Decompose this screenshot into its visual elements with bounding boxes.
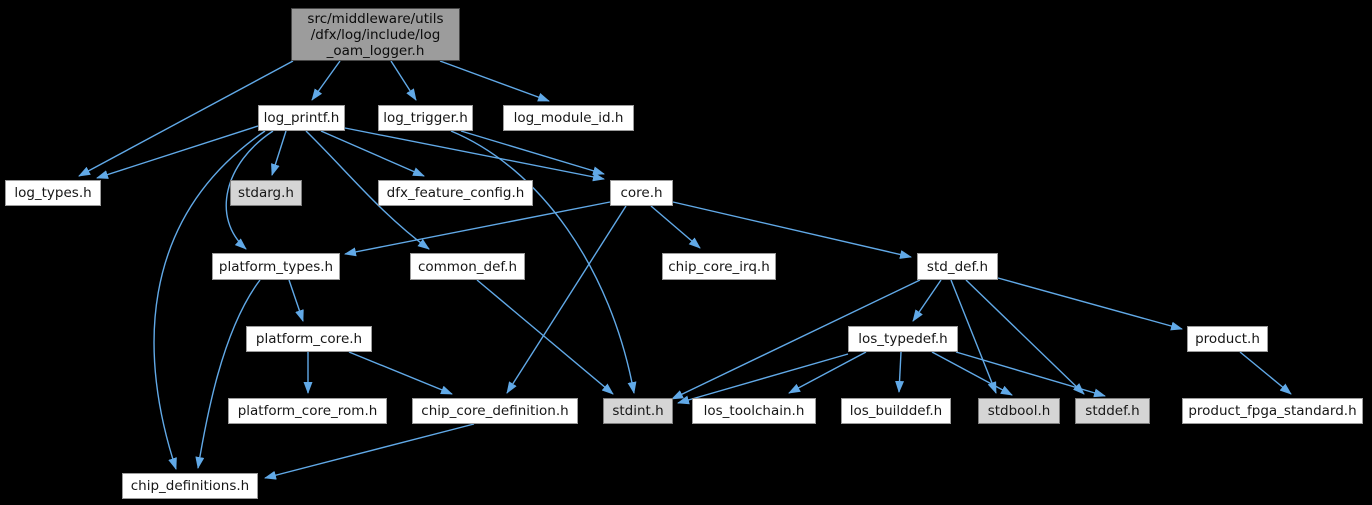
node-label: platform_core_rom.h (237, 403, 378, 419)
edge-log_printf-to-stdarg (271, 130, 287, 176)
node-label: platform_types.h (218, 258, 334, 275)
node-stdarg[interactable]: stdarg.h (230, 180, 302, 206)
node-label: chip_core_definition.h (421, 403, 569, 419)
node-label: chip_definitions.h (130, 478, 250, 494)
node-dfx_feature_config[interactable]: dfx_feature_config.h (378, 180, 533, 206)
node-los_toolchain[interactable]: los_toolchain.h (692, 398, 816, 424)
edge-los_typedef-to-los_toolchain (788, 351, 867, 394)
edge-los_typedef-to-los_builddef (895, 351, 905, 393)
node-chip_definitions[interactable]: chip_definitions.h (122, 473, 258, 499)
node-label: platform_core.h (255, 331, 363, 347)
edge-log_printf-to-log_types (96, 125, 259, 179)
node-chip_core_definition[interactable]: chip_core_definition.h (412, 398, 578, 424)
edge-log_printf-to-dfx_feature_config (320, 130, 425, 177)
node-label: product_fpga_standard.h (1188, 403, 1357, 419)
node-label: log_module_id.h (513, 110, 624, 126)
edge-common_def-to-stdint (476, 279, 614, 395)
node-platform_types[interactable]: platform_types.h (212, 253, 340, 280)
edge-chip_core_definition-to-chip_definitions (264, 423, 475, 480)
node-label: src/middleware/utils /dfx/log/include/lo… (307, 10, 444, 59)
node-label: core.h (620, 185, 663, 201)
node-stdbool[interactable]: stdbool.h (978, 398, 1060, 424)
node-log_types[interactable]: log_types.h (5, 180, 101, 206)
edge-product-to-product_fpga_standard (1239, 351, 1292, 395)
edge-core-to-chip_core_definition (506, 205, 627, 394)
node-stdint[interactable]: stdint.h (603, 398, 673, 424)
node-product_fpga_standard[interactable]: product_fpga_standard.h (1182, 398, 1363, 424)
edge-log_printf-to-core (344, 127, 605, 182)
edge-std_def-to-stdint (671, 279, 921, 400)
node-label: common_def.h (417, 258, 518, 275)
edge-los_typedef-to-stdbool (931, 351, 1013, 396)
edge-los_typedef-to-stdint (677, 353, 849, 405)
node-common_def[interactable]: common_def.h (410, 253, 525, 280)
edge-std_def-to-los_typedef (912, 279, 942, 322)
edge-log_printf-to-platform_types (225, 130, 274, 250)
edge-log_trigger-to-core (460, 130, 605, 176)
edge-log_printf-to-common_def (305, 130, 430, 250)
edge-los_typedef-to-stddef (955, 351, 1106, 398)
edge-log_oam_logger-to-log_trigger (390, 60, 417, 101)
node-log_printf[interactable]: log_printf.h (258, 105, 345, 131)
edge-log_oam_logger-to-log_types (78, 60, 294, 177)
node-label: los_builddef.h (849, 403, 943, 419)
node-core[interactable]: core.h (610, 180, 673, 206)
edge-std_def-to-stddef (965, 279, 1085, 395)
node-platform_core_rom[interactable]: platform_core_rom.h (228, 398, 387, 424)
edge-core-to-std_def (672, 201, 912, 259)
node-label: stdint.h (612, 403, 664, 419)
edge-platform_core-to-chip_core_definition (348, 351, 453, 395)
edge-core-to-platform_types (344, 201, 611, 257)
edge-std_def-to-stdbool (950, 279, 997, 394)
node-label: los_typedef.h (858, 331, 948, 347)
edge-log_printf-to-chip_definitions (153, 130, 266, 470)
edge-log_oam_logger-to-log_printf (311, 60, 341, 101)
node-label: dfx_feature_config.h (386, 185, 525, 201)
node-los_builddef[interactable]: los_builddef.h (841, 398, 951, 424)
node-stddef[interactable]: stddef.h (1075, 398, 1150, 424)
node-product[interactable]: product.h (1187, 326, 1268, 352)
node-log_module_id[interactable]: log_module_id.h (503, 105, 634, 131)
edge-std_def-to-product (997, 277, 1183, 331)
node-label: product.h (1195, 331, 1260, 347)
node-label: stdbool.h (987, 403, 1051, 419)
edge-log_trigger-to-stdint (450, 130, 637, 394)
node-los_typedef[interactable]: los_typedef.h (848, 326, 958, 352)
node-label: chip_core_irq.h (668, 258, 770, 275)
node-label: stdarg.h (238, 185, 294, 201)
node-label: log_trigger.h (383, 110, 468, 126)
node-label: los_toolchain.h (703, 403, 805, 419)
node-label: stddef.h (1085, 403, 1140, 419)
edge-platform_types-to-platform_core (288, 279, 304, 322)
node-label: std_def.h (926, 258, 989, 275)
edge-core-to-chip_core_irq (650, 205, 701, 249)
node-log_oam_logger[interactable]: src/middleware/utils /dfx/log/include/lo… (291, 8, 460, 61)
edge-platform_types-to-chip_definitions (195, 279, 261, 469)
node-platform_core[interactable]: platform_core.h (246, 326, 372, 352)
node-chip_core_irq[interactable]: chip_core_irq.h (662, 253, 776, 280)
node-label: log_printf.h (263, 110, 340, 126)
node-log_trigger[interactable]: log_trigger.h (378, 105, 473, 131)
node-label: log_types.h (14, 185, 92, 201)
edge-log_oam_logger-to-log_module_id (439, 60, 550, 102)
node-std_def[interactable]: std_def.h (917, 253, 998, 280)
